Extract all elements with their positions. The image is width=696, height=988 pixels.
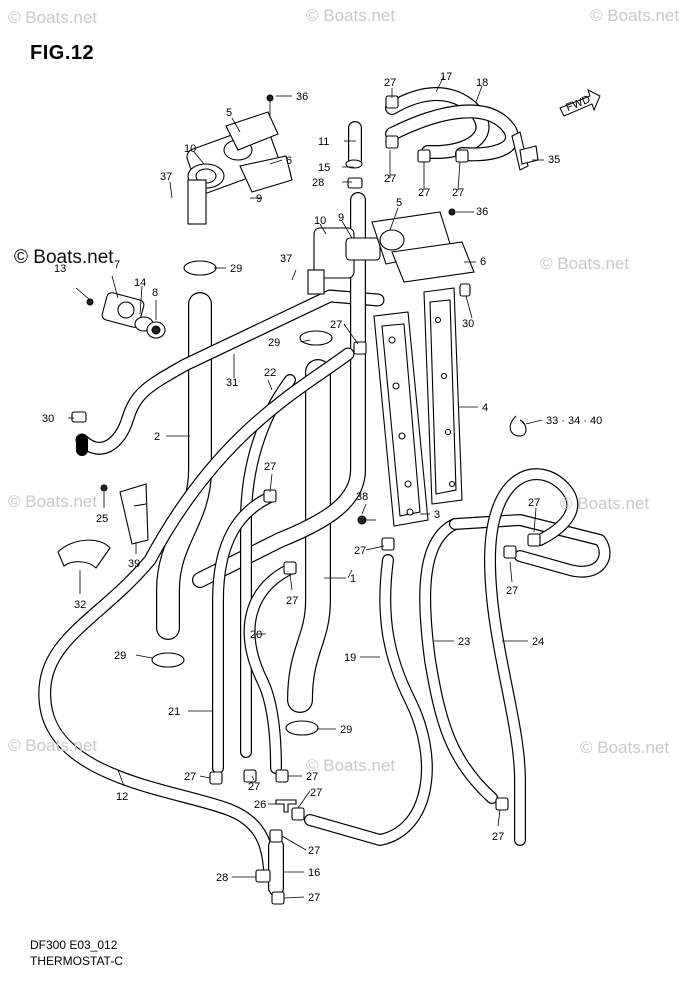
- clamp-32: [57, 539, 111, 569]
- callout-27-l: 27: [248, 781, 260, 793]
- bolt-38: [357, 515, 376, 525]
- callout-5-upper: 5: [226, 107, 232, 119]
- callout-labels: 36 5 10 6 37 9 11 15 28 27 17 18 27 27 2…: [42, 71, 602, 904]
- callout-31: 31: [226, 377, 238, 389]
- section-name: THERMOSTAT-C: [30, 954, 123, 968]
- watermark: © Boats.net: [8, 492, 98, 511]
- callout-27-p: 27: [308, 845, 320, 857]
- watermark: © Boats.net: [560, 494, 650, 513]
- callout-27-c: 27: [418, 187, 430, 199]
- fwd-arrow-icon: FWD: [559, 89, 601, 117]
- t-joint-26: [275, 799, 297, 813]
- callout-27-d: 27: [452, 187, 464, 199]
- callout-9-lower: 9: [338, 212, 344, 224]
- watermark-main: © Boats.net: [14, 247, 114, 268]
- callout-25: 25: [96, 513, 108, 525]
- callout-12: 12: [116, 791, 128, 803]
- callout-16: 16: [308, 867, 320, 879]
- fwd-label: FWD: [564, 93, 592, 114]
- watermark: © Boats.net: [8, 8, 98, 27]
- callout-27-q: 27: [308, 892, 320, 904]
- clamp-27-set: [71, 95, 541, 905]
- thermostat-housing-lower: [307, 208, 475, 295]
- callout-6-upper: 6: [286, 155, 292, 167]
- hose-group: [38, 87, 611, 896]
- callout-9-upper: 9: [256, 193, 262, 205]
- watermark: © Boats.net: [306, 6, 396, 25]
- callout-8: 8: [152, 287, 158, 299]
- cover-plate-3: [373, 311, 429, 527]
- callout-28-lower: 28: [216, 872, 228, 884]
- callout-29-c: 29: [114, 650, 126, 662]
- callout-27-a: 27: [384, 77, 396, 89]
- valve-assembly-7: [86, 292, 166, 339]
- callout-5-lower: 5: [396, 197, 402, 209]
- callout-3: 3: [434, 509, 440, 521]
- callout-18: 18: [476, 77, 488, 89]
- callout-32: 32: [74, 599, 86, 611]
- callout-20: 20: [250, 629, 262, 641]
- callout-10-upper: 10: [184, 143, 196, 155]
- callout-27-m: 27: [306, 771, 318, 783]
- callout-27-i: 27: [506, 585, 518, 597]
- callout-21: 21: [168, 706, 180, 718]
- bracket-39: [100, 483, 149, 545]
- watermark: © Boats.net: [306, 756, 396, 775]
- watermark: © Boats.net: [540, 254, 630, 273]
- callout-27-b: 27: [384, 173, 396, 185]
- callout-29-d: 29: [340, 724, 352, 736]
- callout-2: 2: [154, 431, 160, 443]
- watermark: © Boats.net: [590, 6, 680, 25]
- callout-27-o: 27: [492, 831, 504, 843]
- callout-7: 7: [114, 259, 120, 271]
- callout-4: 4: [482, 402, 488, 414]
- callout-24: 24: [532, 636, 544, 648]
- callout-19: 19: [344, 652, 356, 664]
- callout-30-left: 30: [42, 413, 54, 425]
- callout-28-upper: 28: [312, 177, 324, 189]
- clamp-29-set: [151, 260, 333, 736]
- figure-title: FIG.12: [30, 42, 95, 64]
- clip-35: [511, 131, 539, 171]
- callout-6-lower: 6: [480, 256, 486, 268]
- callout-30-right: 30: [462, 318, 474, 330]
- callout-27-n: 27: [310, 787, 322, 799]
- callout-29-b: 29: [268, 337, 280, 349]
- model-code: DF300 E03_012: [30, 938, 118, 952]
- clip-33: [509, 415, 527, 437]
- callout-14: 14: [134, 277, 146, 289]
- callout-29-a: 29: [230, 263, 242, 275]
- callout-33-34-40: 33 · 34 · 40: [546, 415, 602, 427]
- callout-27-j: 27: [286, 595, 298, 607]
- watermark: © Boats.net: [8, 736, 98, 755]
- callout-10-lower: 10: [314, 215, 326, 227]
- callout-1: 1: [350, 573, 356, 585]
- callout-23: 23: [458, 636, 470, 648]
- callout-27-g: 27: [528, 497, 540, 509]
- gasket-4: [423, 287, 463, 505]
- callout-38: 38: [356, 491, 368, 503]
- callout-15: 15: [318, 162, 330, 174]
- callout-22: 22: [264, 367, 276, 379]
- callout-37-lower: 37: [280, 253, 292, 265]
- callout-11: 11: [318, 136, 329, 148]
- callout-27-h: 27: [354, 545, 366, 557]
- callout-36-upper: 36: [296, 91, 308, 103]
- callout-37-upper: 37: [160, 171, 172, 183]
- callout-27-e: 27: [330, 319, 342, 331]
- callout-13: 13: [54, 263, 66, 275]
- callout-36-lower: 36: [476, 206, 488, 218]
- callout-35: 35: [548, 154, 560, 166]
- callout-39: 39: [128, 558, 140, 570]
- callout-27-k: 27: [184, 771, 196, 783]
- callout-26: 26: [254, 799, 266, 811]
- callout-17: 17: [440, 71, 452, 83]
- watermark: © Boats.net: [580, 738, 670, 757]
- callout-27-f: 27: [264, 461, 276, 473]
- thermostat-housing-upper: [186, 94, 293, 225]
- leader-lines: [68, 75, 544, 899]
